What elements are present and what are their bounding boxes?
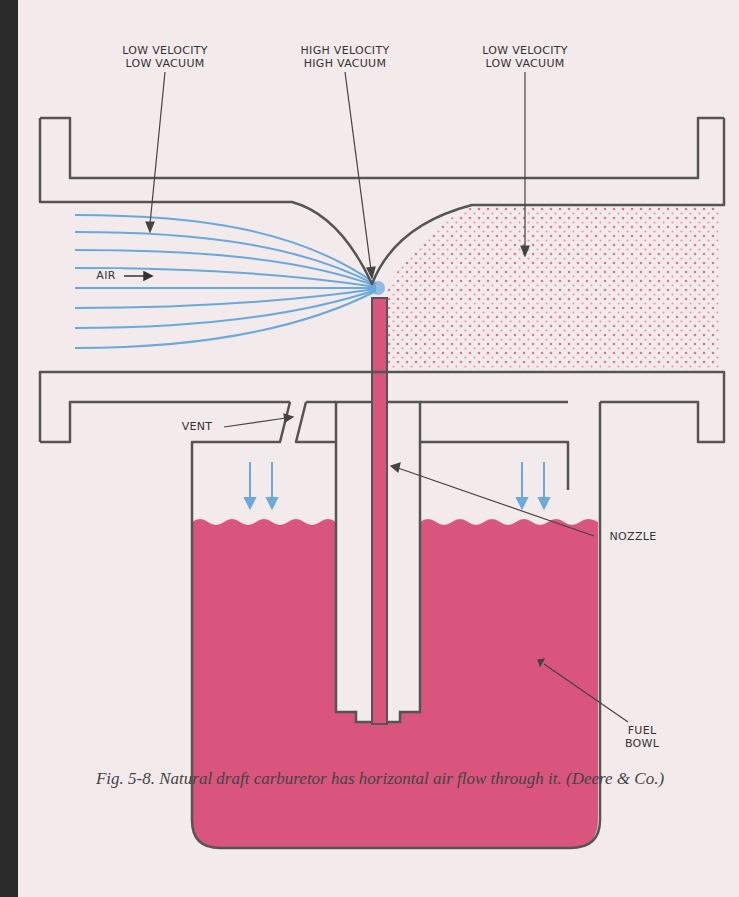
page-ground bbox=[18, 0, 739, 897]
velocity-note: LOW VELOCITY LOW VACUUM bbox=[470, 44, 580, 70]
flow-label: AIR bbox=[90, 269, 122, 282]
figure-caption: Fig. 5-8. Natural draft carburetor has h… bbox=[90, 768, 670, 790]
air-arrow bbox=[124, 272, 152, 280]
velocity-note: LOW VELOCITY LOW VACUUM bbox=[110, 44, 220, 70]
fuel-air-mixture bbox=[386, 207, 720, 370]
part-name: FUEL BOWL bbox=[612, 724, 672, 750]
part-name: VENT bbox=[172, 420, 222, 433]
carburetor-body bbox=[40, 118, 724, 848]
leader-lines bbox=[146, 72, 628, 722]
pressure-arrows bbox=[245, 462, 549, 508]
part-name: NOZZLE bbox=[598, 530, 668, 543]
nozzle bbox=[372, 298, 387, 724]
velocity-note: HIGH VELOCITY HIGH VACUUM bbox=[290, 44, 400, 70]
air-streamlines bbox=[75, 215, 376, 348]
